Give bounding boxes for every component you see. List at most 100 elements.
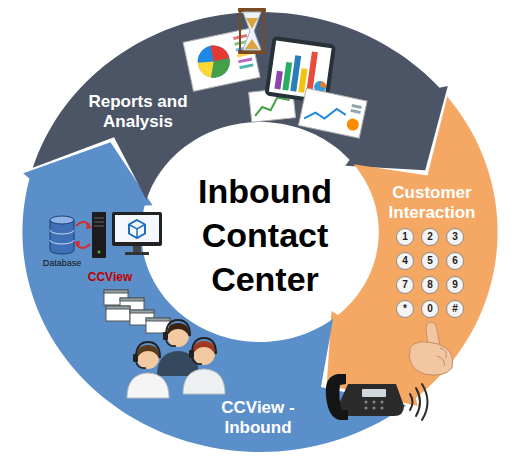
server-tower: [94, 222, 104, 223]
desk-phone: [381, 401, 384, 404]
report-sheet: [298, 88, 367, 138]
desk-phone: [381, 407, 384, 410]
hourglass: [238, 50, 266, 54]
call-agents: [133, 354, 138, 362]
hourglass: [238, 8, 266, 12]
keypad-key: #: [446, 300, 464, 318]
call-agents: [183, 338, 225, 394]
desk-phone: [373, 407, 376, 410]
keypad-key: 8: [421, 276, 439, 294]
keypad-key: 4: [396, 252, 414, 270]
band-label: Customer Interaction: [375, 183, 490, 224]
database-label: Database: [43, 258, 82, 268]
database-cylinder: [50, 216, 74, 254]
server-tower: [94, 226, 104, 227]
report-sheet: [350, 109, 360, 114]
desk-phone: [362, 389, 386, 397]
sound-waves: [410, 384, 428, 420]
hourglass: [238, 8, 266, 54]
screen-stack: [120, 298, 144, 301]
band-label: CCView - Inbound: [201, 398, 316, 439]
keypad-key: 0: [421, 300, 439, 318]
server-tower: [94, 218, 104, 219]
pie-report: [239, 63, 253, 69]
keypad-key: 7: [396, 276, 414, 294]
monitor: [133, 246, 141, 252]
desk-phone: [326, 374, 404, 420]
call-agents: [127, 342, 169, 398]
monitor: [112, 212, 162, 246]
desk-phone: [326, 374, 348, 420]
pie-report: [238, 58, 252, 64]
line-chart-sheet: [253, 96, 290, 116]
call-agents: [192, 358, 202, 364]
bar-chart-tablet: [269, 40, 332, 99]
bar-chart-tablet: [282, 62, 292, 91]
band-shape: [336, 97, 497, 401]
pie-report: [210, 43, 229, 62]
bar-chart-tablet: [320, 81, 327, 88]
keypad-key: 9: [446, 276, 464, 294]
sync-arrows: [74, 241, 80, 248]
call-agents: [193, 341, 215, 355]
database-cylinder: [50, 216, 74, 224]
keypad-key: 2: [421, 228, 439, 246]
hourglass: [263, 12, 265, 50]
hourglass: [246, 18, 258, 29]
sound-waves: [410, 394, 413, 410]
call-agents: [189, 350, 194, 358]
keypad-key: *: [396, 300, 414, 318]
center-title: Inbound Contact Center: [180, 169, 350, 301]
keypad-key: 1: [396, 228, 414, 246]
monitor: [115, 215, 159, 242]
call-agents: [137, 345, 159, 359]
monitor: [112, 212, 162, 255]
keypad-key: 5: [421, 252, 439, 270]
report-sheet: [298, 88, 367, 138]
server-tower: [92, 212, 106, 258]
monitor: [129, 225, 145, 239]
desk-phone: [365, 407, 368, 410]
keypad-key: 6: [446, 252, 464, 270]
sound-waves: [416, 388, 420, 416]
screen-stack: [106, 306, 130, 321]
screen-stack: [146, 318, 170, 321]
screen-stack: [104, 290, 170, 333]
pressing-hand: [409, 342, 452, 375]
database-cylinder: [50, 220, 74, 254]
server-tower: [98, 251, 101, 254]
screen-stack: [104, 290, 128, 293]
desk-phone: [373, 401, 376, 404]
hourglass: [243, 12, 261, 50]
monitor: [129, 220, 145, 238]
call-agents: [183, 369, 225, 394]
screen-stack: [106, 306, 130, 309]
desk-phone: [365, 401, 368, 404]
database-cylinder: [50, 230, 74, 244]
pressing-hand: [409, 322, 452, 375]
sync-arrows: [74, 222, 92, 248]
pressing-hand: [437, 348, 446, 366]
screen-stack: [130, 310, 154, 313]
call-agents: [127, 320, 225, 398]
hourglass: [239, 12, 241, 50]
pie-report: [198, 60, 217, 80]
call-agents: [136, 362, 146, 368]
report-sheet: [304, 103, 346, 127]
band-label: Reports and Analysis: [81, 92, 196, 133]
sound-waves: [422, 384, 428, 420]
server-tower: [92, 212, 106, 258]
app-name: CCView: [88, 270, 132, 284]
monitor: [125, 252, 149, 255]
call-agents: [166, 340, 176, 346]
keypad-key: 3: [446, 228, 464, 246]
call-agents: [167, 323, 189, 337]
report-sheet: [346, 117, 360, 131]
pie-report: [195, 43, 233, 81]
call-agents: [192, 338, 216, 354]
call-agents: [136, 342, 160, 358]
call-agents: [127, 373, 169, 398]
bar-chart-tablet: [274, 71, 282, 90]
report-sheet: [351, 104, 361, 109]
